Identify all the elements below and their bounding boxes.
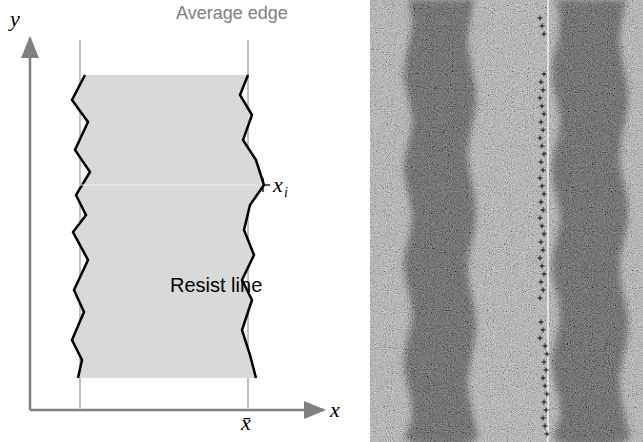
edge-point xyxy=(538,16,543,21)
edge-point xyxy=(541,376,546,381)
edge-point xyxy=(542,232,547,237)
edge-point xyxy=(541,128,546,133)
edge-point xyxy=(538,96,543,101)
edge-point xyxy=(542,400,547,405)
edge-point xyxy=(542,272,547,277)
edge-point xyxy=(542,152,547,157)
edge-point xyxy=(541,288,546,293)
edge-point xyxy=(539,240,544,245)
edge-point xyxy=(542,112,547,117)
edge-point xyxy=(540,224,545,229)
edge-point xyxy=(539,280,544,285)
resist-fill xyxy=(72,75,264,378)
edge-point xyxy=(539,320,544,325)
edge-point xyxy=(541,328,546,333)
rough-edge xyxy=(72,75,90,378)
edge-point xyxy=(542,192,547,197)
shape-label: Resist line xyxy=(170,275,262,295)
edge-point xyxy=(539,80,544,85)
resist-line: Resist line xyxy=(68,72,268,382)
variable-label: x xyxy=(273,174,283,196)
edge-point xyxy=(540,104,545,109)
subscript: i xyxy=(284,186,288,200)
edge-point xyxy=(538,136,543,141)
edge-point xyxy=(541,416,546,421)
edge-point xyxy=(542,72,547,77)
axis-label: x xyxy=(330,399,340,421)
edge-point xyxy=(539,200,544,205)
edge-point xyxy=(540,144,545,149)
edge-point xyxy=(545,432,550,437)
annotation: Average edge xyxy=(176,4,288,22)
edge-point xyxy=(541,88,546,93)
edge-point xyxy=(542,32,547,37)
edge-point xyxy=(538,256,543,261)
edge-point xyxy=(543,344,548,349)
edge-point xyxy=(539,160,544,165)
edge-point xyxy=(544,368,549,373)
measure-line xyxy=(80,184,258,185)
x-axis xyxy=(30,409,324,412)
edge-point xyxy=(540,184,545,189)
edge-point xyxy=(542,360,547,365)
axis-label: y xyxy=(10,8,20,30)
edge-point xyxy=(541,208,546,213)
edge-point xyxy=(545,392,550,397)
average-edge-line xyxy=(547,0,548,442)
rough-edge xyxy=(240,75,264,378)
edge-point xyxy=(541,248,546,253)
edge-point xyxy=(540,264,545,269)
edge-point xyxy=(544,408,549,413)
edge-point xyxy=(541,168,546,173)
edge-point xyxy=(538,216,543,221)
edge-point xyxy=(538,296,543,301)
y-axis xyxy=(29,38,32,410)
edge-point xyxy=(545,352,550,357)
edge-point xyxy=(538,336,543,341)
noise xyxy=(370,0,643,442)
edge-point xyxy=(538,176,543,181)
edge-point xyxy=(543,424,548,429)
mean-label: x̄ xyxy=(241,412,251,434)
resist-shape xyxy=(68,72,268,382)
edge-point xyxy=(540,24,545,29)
sem-image xyxy=(370,0,643,442)
edge-point xyxy=(543,384,548,389)
edge-point xyxy=(539,120,544,125)
